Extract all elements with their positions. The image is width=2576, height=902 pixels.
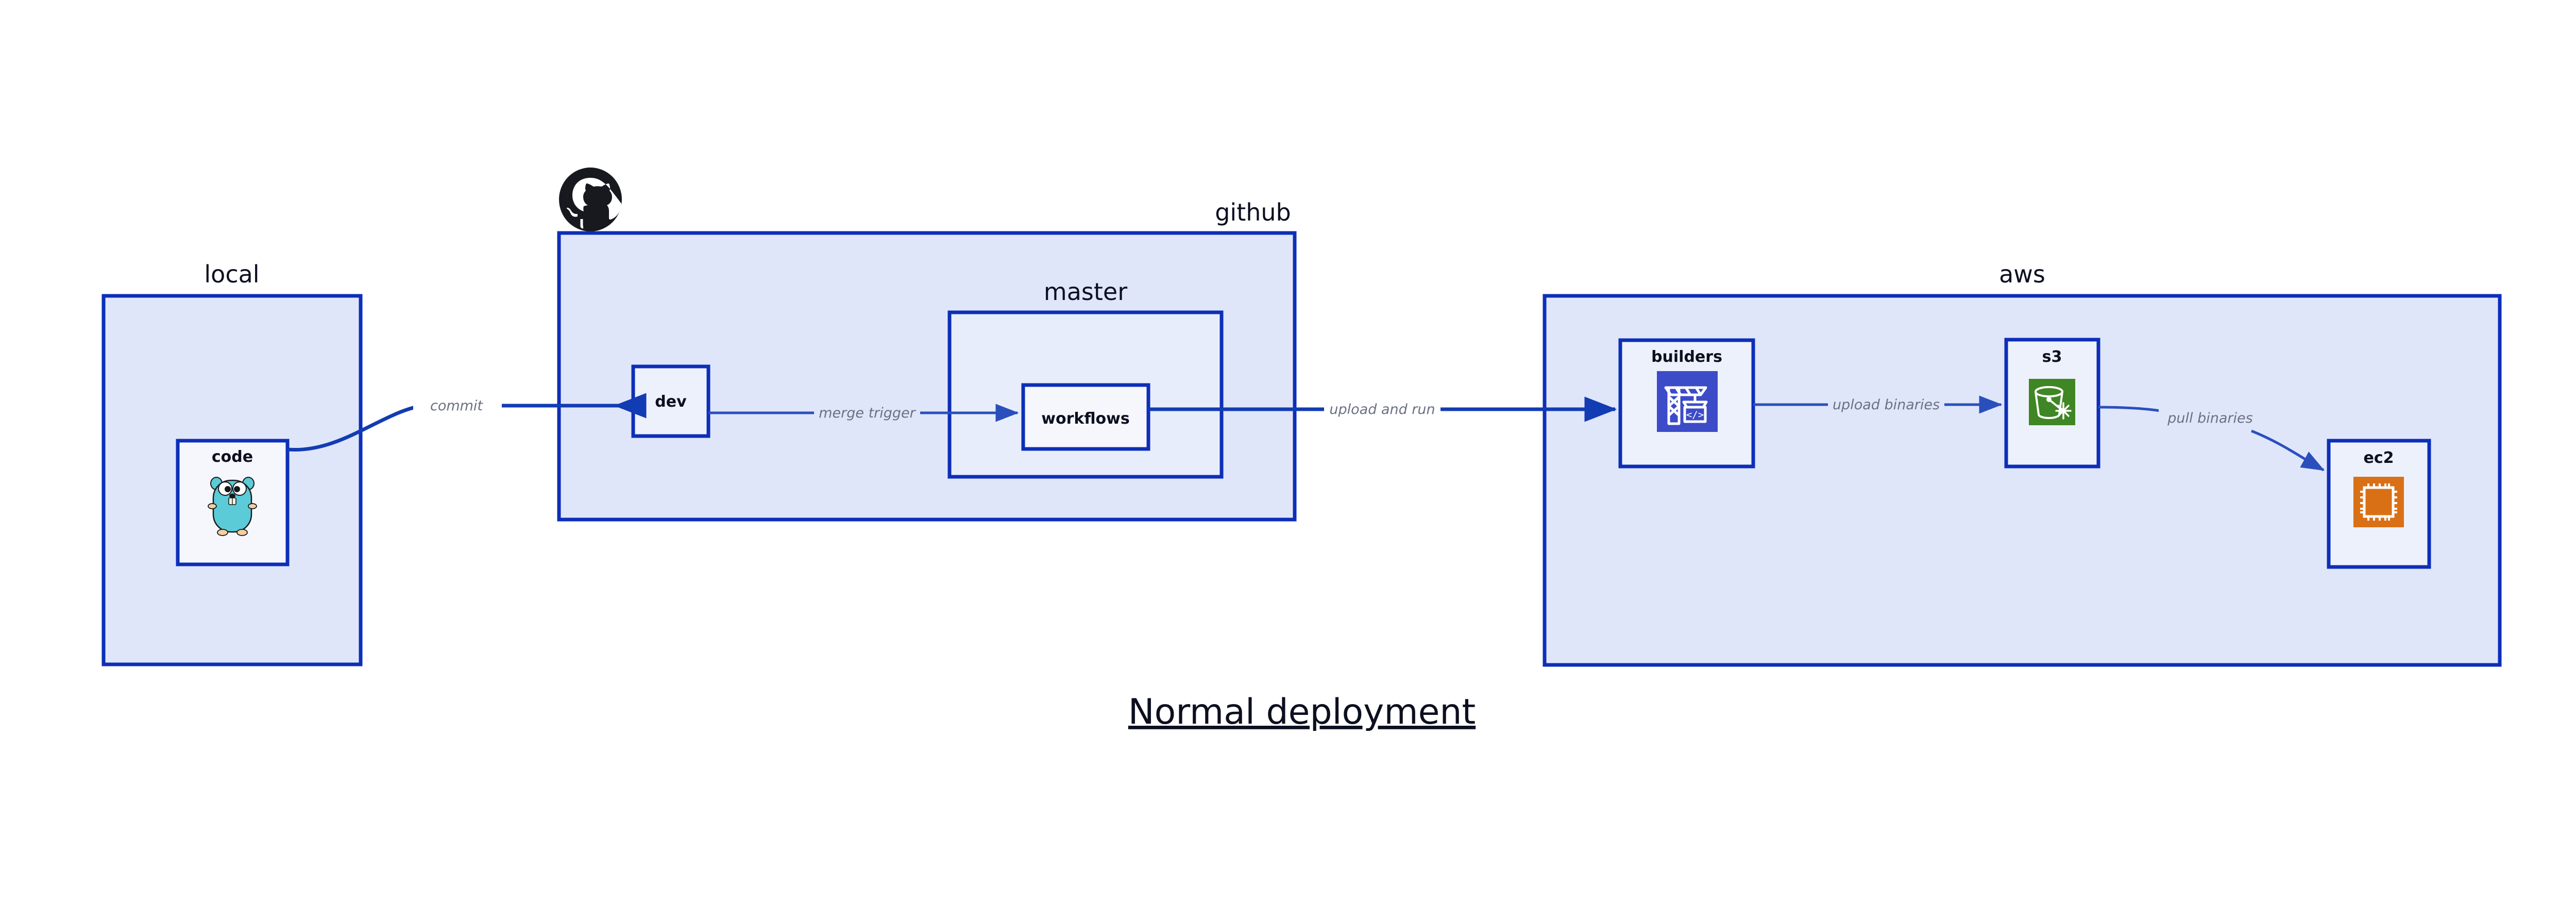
edge-commit: commit — [287, 393, 647, 452]
svg-text:</>: </> — [1686, 409, 1704, 421]
edge-label-bg-merge-trigger — [814, 402, 920, 424]
node-label-ec2: ec2 — [2363, 449, 2394, 467]
edge-label-bg-upload-binaries — [1828, 394, 1944, 415]
node-ec2[interactable]: ec2 — [2327, 439, 2431, 569]
node-label-workflows: workflows — [1041, 410, 1130, 428]
github-octocat-logo — [559, 168, 622, 231]
edge-label-commit: commit — [430, 398, 483, 414]
edge-label-pull-binaries: pull binaries — [2167, 410, 2252, 426]
node-code[interactable]: code — [176, 439, 290, 566]
node-dev[interactable]: dev — [631, 364, 710, 438]
node-s3[interactable]: s3 — [2004, 338, 2100, 469]
edge-merge-trigger: merge trigger — [708, 402, 1019, 424]
aws-codebuild-icon: </> — [1657, 371, 1718, 432]
node-label-code: code — [212, 448, 253, 466]
node-label-builders: builders — [1651, 348, 1722, 366]
cluster-label-aws: aws — [1999, 260, 2045, 288]
edge-upload-binaries: upload binaries — [1753, 394, 2003, 415]
node-workflows[interactable]: workflows — [1021, 383, 1150, 451]
edge-label-upload-and-run: upload and run — [1329, 402, 1435, 417]
node-label-s3: s3 — [2042, 348, 2062, 366]
go-gopher-icon — [208, 477, 257, 536]
aws-s3-glacier-icon — [2029, 379, 2075, 425]
node-label-dev: dev — [655, 393, 687, 411]
cluster-label-master: master — [1044, 278, 1127, 306]
edge-label-upload-binaries: upload binaries — [1833, 397, 1940, 413]
edge-pull-binaries: pull binaries — [2098, 406, 2325, 472]
edge-label-bg-upload-and-run — [1324, 398, 1440, 421]
node-box-workflows[interactable] — [1021, 383, 1150, 451]
diagram-title-text: Normal deployment — [1128, 692, 1476, 732]
diagram-title: Normal deployment — [1128, 692, 1476, 732]
aws-ec2-icon — [2353, 477, 2404, 527]
edge-label-bg-commit — [413, 395, 502, 416]
cluster-label-local: local — [204, 260, 259, 288]
edge-label-merge-trigger: merge trigger — [819, 405, 916, 421]
edge-upload-and-run: upload and run — [1148, 396, 1617, 422]
cluster-label-github: github — [1215, 198, 1291, 226]
edge-path-commit-curve — [287, 404, 423, 452]
edge-label-bg-pull-binaries — [2159, 407, 2267, 429]
node-builders[interactable]: builders — [1618, 338, 1755, 469]
edge-path-pull-binaries-curve2 — [2251, 429, 2325, 472]
